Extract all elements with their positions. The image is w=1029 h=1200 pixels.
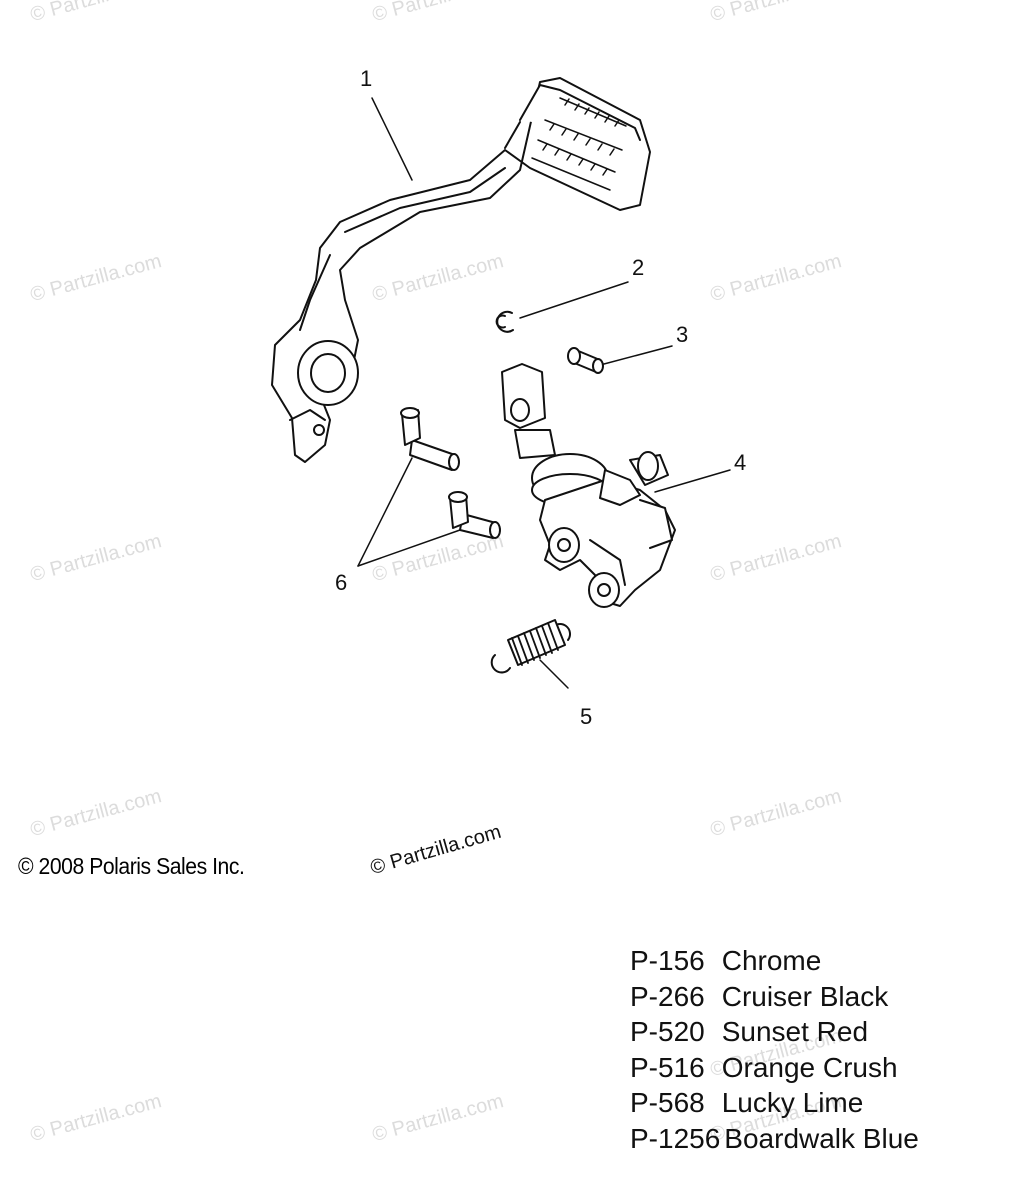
mounting-bolt-part xyxy=(448,491,501,539)
color-code-row: P-520 Sunset Red xyxy=(630,1014,919,1050)
callout-6: 6 xyxy=(335,570,348,595)
color-name: Orange Crush xyxy=(721,1051,898,1083)
color-code: P-520 xyxy=(630,1016,705,1047)
mounting-bolt-part xyxy=(400,407,460,471)
callout-4: 4 xyxy=(734,450,747,475)
master-cylinder-part xyxy=(501,363,676,608)
callout-2: 2 xyxy=(632,255,645,280)
color-name: Sunset Red xyxy=(721,1016,869,1047)
copyright-notice: © 2008 Polaris Sales Inc. xyxy=(18,853,245,879)
color-name: Cruiser Black xyxy=(721,980,889,1012)
color-name: Chrome xyxy=(721,945,822,976)
color-name: Lucky Lime xyxy=(721,1087,864,1118)
clevis-pin-part xyxy=(567,347,604,374)
color-code-row: P-568 Lucky Lime xyxy=(630,1085,919,1121)
callout-3: 3 xyxy=(676,322,689,347)
color-code-row: P-156 Chrome xyxy=(630,943,919,979)
color-name: Boardwalk Blue xyxy=(724,1122,919,1154)
callout-5: 5 xyxy=(580,704,593,729)
color-code: P-266 xyxy=(630,980,705,1012)
color-code: P-516 xyxy=(630,1051,705,1083)
brake-pedal-part xyxy=(271,77,651,463)
leader-lines xyxy=(357,97,731,689)
color-code: P-1256 xyxy=(630,1122,721,1154)
color-code: P-568 xyxy=(630,1087,705,1118)
e-clip-part xyxy=(495,310,514,333)
color-code-list: P-156 Chrome P-266 Cruiser Black P-520 Suns… xyxy=(630,943,919,1156)
callout-1: 1 xyxy=(360,66,373,91)
color-code-row: P-266 Cruiser Black xyxy=(630,979,919,1015)
color-code-row: P-516 Orange Crush xyxy=(630,1050,919,1086)
color-code: P-156 xyxy=(630,945,705,976)
return-spring-part xyxy=(490,619,571,674)
